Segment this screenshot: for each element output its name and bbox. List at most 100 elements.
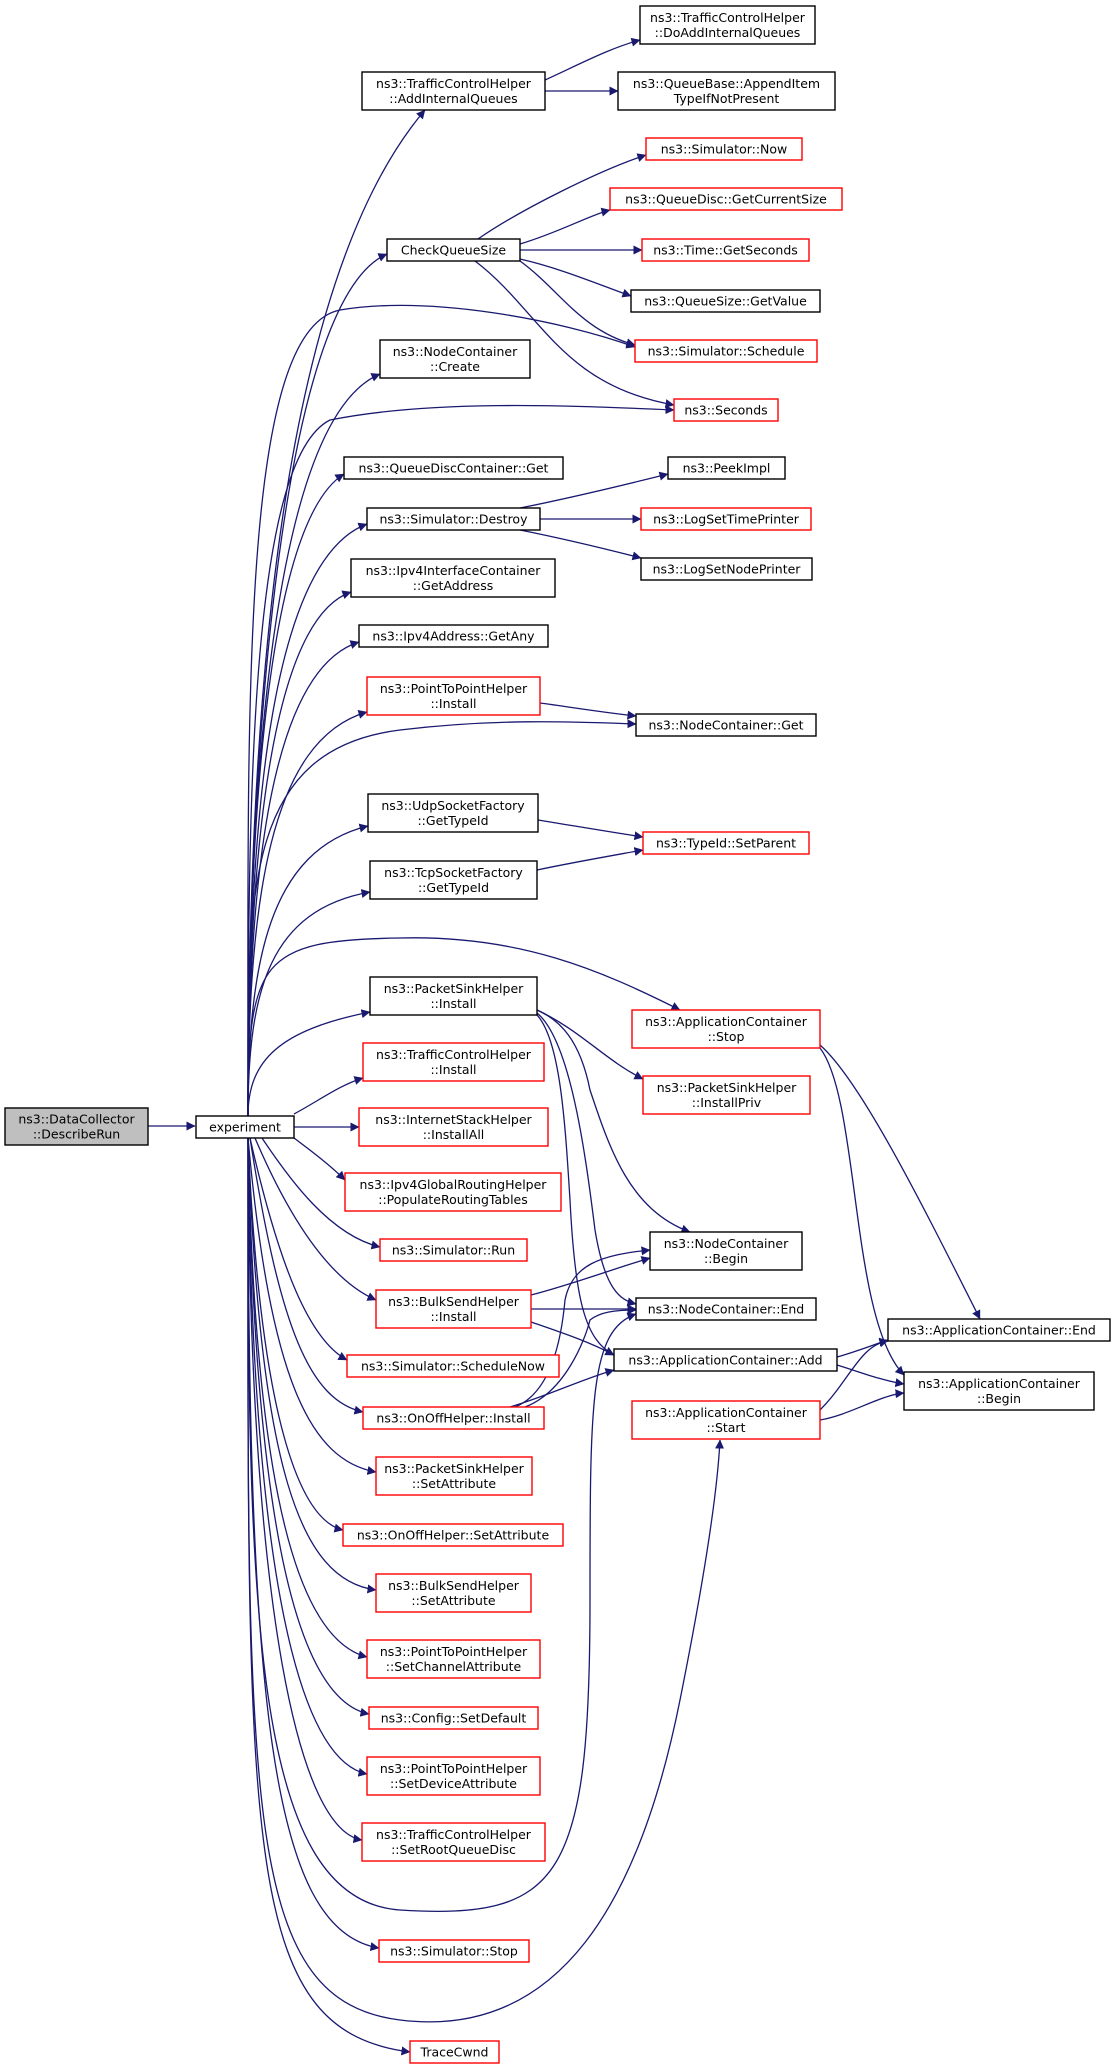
edge-experiment-to-simStop (247, 1137, 380, 1952)
edge-arrow (247, 1137, 380, 1952)
node-onoffInstall[interactable]: ns3::OnOffHelper::Install (362, 1406, 545, 1430)
node-traceCwnd[interactable]: TraceCwnd (409, 2040, 500, 2064)
node-getAddress[interactable]: ns3::Ipv4InterfaceContainer::GetAddress (350, 558, 556, 598)
edge-arrow (247, 1137, 344, 1533)
node-label: ns3::Time::GetSeconds (653, 243, 798, 258)
node-psInstallPriv[interactable]: ns3::PacketSinkHelper::InstallPriv (642, 1075, 811, 1115)
edge-experiment-to-rootQueueDisc (247, 1137, 363, 1844)
node-label: TraceCwnd (420, 2045, 489, 2060)
node-label: ::SetDeviceAttribute (390, 1776, 517, 1791)
node-addInternalQueues[interactable]: ns3::TrafficControlHelper::AddInternalQu… (361, 71, 546, 111)
node-label: ::DescribeRun (33, 1127, 120, 1142)
node-logTime[interactable]: ns3::LogSetTimePrinter (640, 507, 812, 531)
node-onoffSetAttr[interactable]: ns3::OnOffHelper::SetAttribute (342, 1523, 564, 1547)
node-box (631, 1009, 821, 1049)
node-label: ns3::Simulator::Stop (390, 1944, 518, 1959)
node-psInstall[interactable]: ns3::PacketSinkHelper::Install (369, 976, 538, 1016)
node-describe[interactable]: ns3::DataCollector::DescribeRun (4, 1107, 149, 1146)
edge-experiment-to-tchInstall (293, 1076, 364, 1115)
node-ncGet[interactable]: ns3::NodeContainer::Get (635, 713, 817, 737)
edge-arrow (249, 1137, 348, 1361)
node-populate[interactable]: ns3::Ipv4GlobalRoutingHelper::PopulateRo… (344, 1172, 562, 1212)
edge-udpTypeId-to-setParent (537, 819, 644, 841)
edge-onoffInstall-to-ncEnd (524, 1305, 637, 1408)
node-label: ns3::PointToPointHelper (380, 1761, 528, 1776)
node-getAny[interactable]: ns3::Ipv4Address::GetAny (358, 624, 549, 648)
node-qdcGet[interactable]: ns3::QueueDiscContainer::Get (343, 456, 564, 480)
node-box (887, 1318, 1111, 1342)
edge-destroy-to-peekImpl (519, 471, 669, 509)
node-seconds[interactable]: ns3::Seconds (673, 398, 779, 422)
node-acStart[interactable]: ns3::ApplicationContainer::Start (631, 1400, 821, 1440)
edge-experiment-to-onoffInstall (249, 1137, 364, 1415)
node-acBegin[interactable]: ns3::ApplicationContainer::Begin (903, 1371, 1095, 1411)
node-ishInstallAll[interactable]: ns3::InternetStackHelper::InstallAll (358, 1107, 549, 1147)
node-tchInstall[interactable]: ns3::TrafficControlHelper::Install (362, 1042, 545, 1082)
edge-experiment-to-simRun (261, 1137, 381, 1250)
node-ncCreate[interactable]: ns3::NodeContainer::Create (379, 339, 531, 379)
node-p2pInstall[interactable]: ns3::PointToPointHelper::Install (366, 676, 541, 716)
node-simNow[interactable]: ns3::Simulator::Now (645, 137, 803, 161)
node-udpTypeId[interactable]: ns3::UdpSocketFactory::GetTypeId (367, 793, 539, 833)
edge-checkQueueSize-to-getValue (519, 258, 632, 298)
node-box (635, 1297, 817, 1321)
node-setParent[interactable]: ns3::TypeId::SetParent (642, 831, 810, 855)
node-ncEnd[interactable]: ns3::NodeContainer::End (635, 1297, 817, 1321)
node-p2pChannelAttr[interactable]: ns3::PointToPointHelper::SetChannelAttri… (366, 1639, 541, 1679)
node-box (4, 1107, 149, 1146)
node-psSetAttr[interactable]: ns3::PacketSinkHelper::SetAttribute (375, 1456, 533, 1496)
node-simStop[interactable]: ns3::Simulator::Stop (378, 1939, 530, 1963)
edge-arrow (536, 1009, 691, 1234)
node-label: ns3::Simulator::Destroy (380, 512, 529, 527)
node-simRun[interactable]: ns3::Simulator::Run (379, 1238, 528, 1262)
node-tcpTypeId[interactable]: ns3::TcpSocketFactory::GetTypeId (369, 860, 538, 900)
node-getValue[interactable]: ns3::QueueSize::GetValue (630, 289, 821, 313)
node-getCurrentSize[interactable]: ns3::QueueDisc::GetCurrentSize (609, 187, 843, 211)
node-acEnd[interactable]: ns3::ApplicationContainer::End (887, 1318, 1111, 1342)
node-rootQueueDisc[interactable]: ns3::TrafficControlHelper::SetRootQueueD… (361, 1822, 546, 1862)
edge-arrow (536, 847, 644, 871)
node-label: ns3::NodeContainer::Get (649, 718, 804, 733)
node-peekImpl[interactable]: ns3::PeekImpl (667, 456, 786, 480)
node-configDefault[interactable]: ns3::Config::SetDefault (368, 1706, 539, 1730)
node-label: ns3::Ipv4GlobalRoutingHelper (360, 1177, 548, 1192)
node-bulkSetAttr[interactable]: ns3::BulkSendHelper::SetAttribute (375, 1573, 532, 1613)
node-acStop[interactable]: ns3::ApplicationContainer::Stop (631, 1009, 821, 1049)
node-label: ::Install (430, 1309, 476, 1324)
node-label: ::Stop (708, 1029, 745, 1044)
node-label: ns3::ApplicationContainer::End (902, 1323, 1096, 1338)
node-appendItem[interactable]: ns3::QueueBase::AppendItemTypeIfNotPrese… (617, 71, 836, 111)
node-checkQueueSize[interactable]: CheckQueueSize (386, 238, 521, 262)
node-box (342, 1523, 564, 1547)
node-destroy[interactable]: ns3::Simulator::Destroy (366, 507, 541, 531)
node-box (639, 5, 816, 45)
node-experiment[interactable]: experiment (195, 1115, 295, 1139)
node-ncBegin[interactable]: ns3::NodeContainer::Begin (649, 1231, 803, 1271)
node-bulkInstall[interactable]: ns3::BulkSendHelper::Install (375, 1289, 532, 1329)
node-p2pDeviceAttr[interactable]: ns3::PointToPointHelper::SetDeviceAttrib… (366, 1756, 541, 1796)
edge-arrow (519, 471, 669, 509)
node-box (366, 507, 541, 531)
node-label: ns3::Ipv4Address::GetAny (372, 629, 535, 644)
edge-addInternalQueues-to-doAddInternalQueues (544, 37, 641, 81)
edge-arrow (524, 1305, 637, 1408)
edge-arrow (819, 1337, 889, 1411)
node-label: ns3::BulkSendHelper (388, 1294, 520, 1309)
node-schedule[interactable]: ns3::Simulator::Schedule (634, 339, 818, 363)
node-logNode[interactable]: ns3::LogSetNodePrinter (640, 557, 813, 581)
edge-p2pInstall-to-ncGet (539, 702, 637, 720)
node-label: ::GetTypeId (418, 880, 489, 895)
edge-tcpTypeId-to-setParent (536, 847, 644, 871)
node-acAdd[interactable]: ns3::ApplicationContainer::Add (613, 1348, 838, 1372)
node-getSeconds[interactable]: ns3::Time::GetSeconds (641, 238, 810, 262)
node-label: TypeIfNotPresent (673, 91, 780, 106)
node-label: ns3::PeekImpl (683, 461, 771, 476)
node-label: ns3::TrafficControlHelper (376, 76, 532, 91)
node-doAddInternalQueues[interactable]: ns3::TrafficControlHelper::DoAddInternal… (639, 5, 816, 45)
edge-arrow (536, 1012, 637, 1307)
node-box (366, 1756, 541, 1796)
node-label: ::GetTypeId (417, 813, 488, 828)
node-scheduleNow[interactable]: ns3::Simulator::ScheduleNow (346, 1354, 560, 1378)
edge-arrow (247, 1137, 370, 1717)
edge-arrow (247, 473, 345, 1117)
